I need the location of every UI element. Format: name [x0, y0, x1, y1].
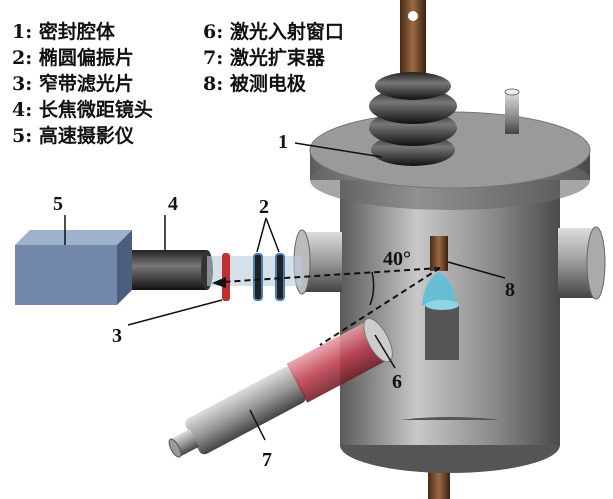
legend-item: 1: 密封腔体 [12, 21, 115, 43]
angle-label: 40° [383, 248, 411, 270]
legend-item: 7: 激光扩束器 [203, 47, 325, 69]
callout-3: 3 [112, 325, 122, 347]
rod-hole [408, 11, 418, 21]
callout-5: 5 [53, 193, 63, 215]
legend-item: 4: 长焦微距镜头 [12, 99, 153, 121]
callout-8: 8 [505, 279, 515, 301]
beam-paths [221, 267, 441, 346]
legend-left: 1: 密封腔体 2: 椭圆偏振片 3: 窄带滤光片 4: 长焦微距镜头 5: 高… [12, 19, 153, 149]
bellows [369, 72, 457, 166]
legend-right: 6: 激光入射窗口 7: 激光扩束器 8: 被测电极 [203, 19, 344, 97]
legend-item: 8: 被测电极 [203, 73, 306, 95]
laser-beam-expander [168, 317, 393, 458]
legend-item: 5: 高速摄影仪 [12, 125, 134, 147]
angle-arc [369, 271, 375, 306]
callout-7: 7 [262, 449, 272, 471]
legend-item: 6: 激光入射窗口 [203, 21, 344, 43]
high-speed-camera [15, 230, 132, 305]
callout-1: 1 [278, 131, 288, 153]
polarizer-1 [253, 253, 263, 301]
legend-item: 2: 椭圆偏振片 [12, 47, 134, 69]
callout-4: 4 [168, 193, 178, 215]
callout-6: 6 [392, 371, 402, 393]
test-electrode [422, 236, 459, 360]
callout-2: 2 [259, 196, 269, 218]
polarizer-2 [275, 253, 285, 301]
arrow-head [212, 277, 226, 288]
legend-item: 3: 窄带滤光片 [12, 73, 134, 95]
leader-lines [64, 142, 506, 441]
